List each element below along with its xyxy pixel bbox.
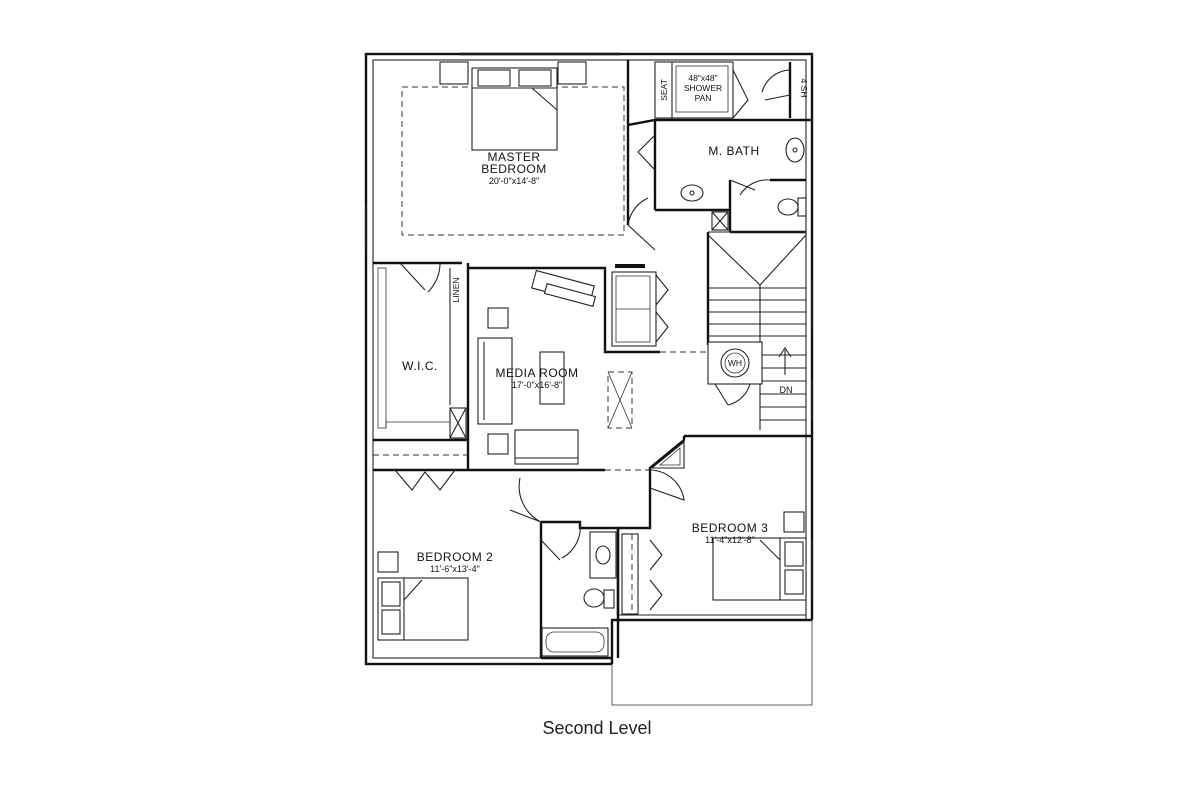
bedroom-3 (616, 436, 807, 615)
wic-label: W.I.C. (402, 359, 438, 373)
seat-label: SEAT (659, 79, 669, 101)
walk-in-closet (373, 262, 470, 470)
floor-caption: Second Level (542, 718, 652, 738)
shower-label-3: PAN (695, 93, 712, 103)
master-bedroom (373, 60, 656, 265)
bedroom3-label: BEDROOM 3 (692, 521, 769, 535)
master-bedroom-label-1: MASTER (487, 150, 540, 164)
master-bedroom-label-2: BEDROOM (481, 162, 547, 176)
shower-label-2: SHOWER (684, 83, 722, 93)
bedroom-2 (373, 468, 543, 658)
water-heater-label: WH (728, 358, 742, 368)
master-bath (627, 61, 812, 234)
bedroom3-dims: 11'-4"x12'-8" (705, 535, 755, 545)
master-bedroom-dims: 20'-0"x14'-8" (489, 176, 539, 186)
lower-outline (610, 614, 814, 706)
media-room-dims: 17'-0"x16'-8" (512, 380, 562, 390)
bedroom2-dims: 11'-6"x13'-4" (430, 564, 480, 574)
linen-label: LINEN (451, 277, 461, 302)
staircase (660, 231, 812, 438)
hall-bath (540, 520, 620, 660)
shower-label-1: 48"x48" (688, 73, 717, 83)
bedroom2-label: BEDROOM 2 (417, 550, 494, 564)
media-room-label: MEDIA ROOM (495, 366, 578, 380)
stairs-down-label: DN (780, 385, 793, 395)
shelf-label: 4 SH (799, 79, 809, 98)
master-bath-label: M. BATH (708, 144, 759, 158)
media-room (468, 264, 669, 472)
